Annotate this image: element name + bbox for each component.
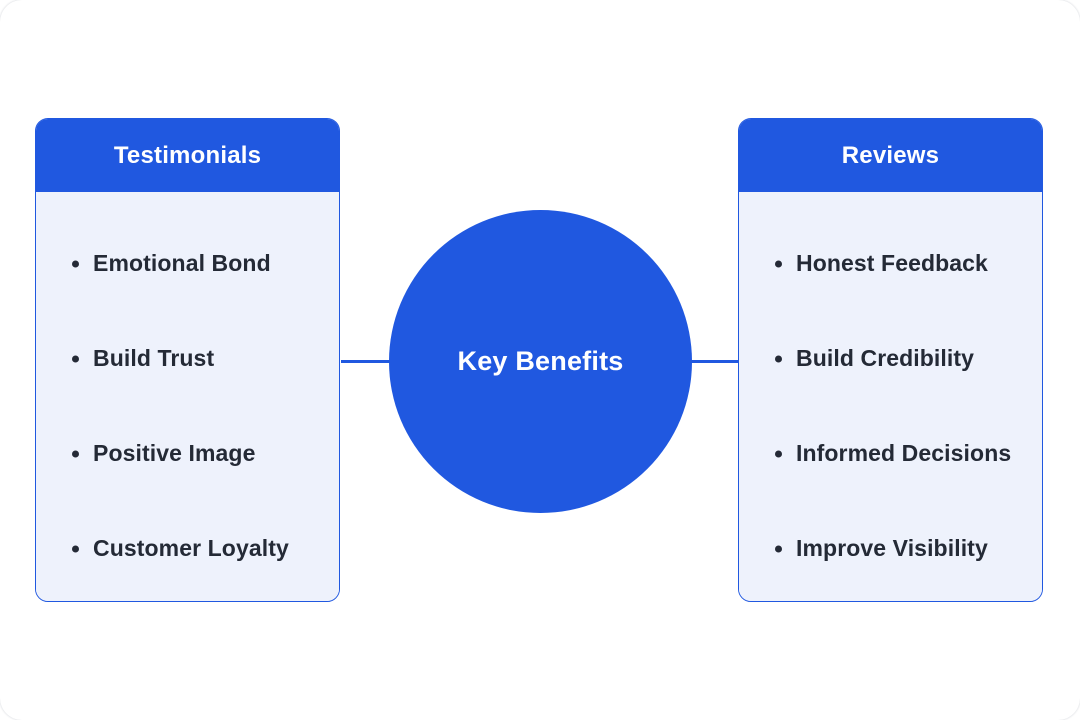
list-item[interactable]: Informed Decisions — [739, 406, 1042, 501]
branch-card-reviews[interactable]: Reviews Honest Feedback Build Credibilit… — [738, 118, 1043, 602]
bullet-dot-icon — [775, 545, 782, 552]
list-item[interactable]: Emotional Bond — [36, 216, 339, 311]
list-item[interactable]: Positive Image — [36, 406, 339, 501]
list-item-label: Positive Image — [93, 440, 256, 466]
list-item-label: Informed Decisions — [796, 440, 1012, 466]
benefit-list-reviews: Honest Feedback Build Credibility Inform… — [739, 216, 1042, 596]
list-item-label: Improve Visibility — [796, 535, 988, 561]
list-item-label: Emotional Bond — [93, 250, 271, 276]
branch-card-testimonials-body: Emotional Bond Build Trust Positive Imag… — [36, 192, 339, 601]
bullet-dot-icon — [72, 260, 79, 267]
bullet-dot-icon — [72, 545, 79, 552]
branch-card-testimonials-title: Testimonials — [36, 119, 339, 192]
connector-line-center-to-reviews — [690, 360, 740, 363]
list-item-label: Build Credibility — [796, 345, 975, 371]
list-item[interactable]: Build Credibility — [739, 311, 1042, 406]
connector-line-testimonials-to-center — [341, 360, 390, 363]
list-item-label: Honest Feedback — [796, 250, 988, 276]
bullet-dot-icon — [775, 355, 782, 362]
list-item[interactable]: Improve Visibility — [739, 501, 1042, 596]
bullet-dot-icon — [775, 260, 782, 267]
branch-card-reviews-body: Honest Feedback Build Credibility Inform… — [739, 192, 1042, 601]
list-item[interactable]: Customer Loyalty — [36, 501, 339, 596]
list-item-label: Build Trust — [93, 345, 215, 371]
list-item[interactable]: Build Trust — [36, 311, 339, 406]
list-item-label: Customer Loyalty — [93, 535, 289, 561]
bullet-dot-icon — [72, 355, 79, 362]
bullet-dot-icon — [72, 450, 79, 457]
benefit-list-testimonials: Emotional Bond Build Trust Positive Imag… — [36, 216, 339, 596]
branch-card-reviews-title: Reviews — [739, 119, 1042, 192]
center-node-label: Key Benefits — [457, 346, 624, 376]
center-node-key-benefits[interactable]: Key Benefits — [389, 210, 692, 513]
branch-card-testimonials[interactable]: Testimonials Emotional Bond Build Trust … — [35, 118, 340, 602]
list-item[interactable]: Honest Feedback — [739, 216, 1042, 311]
bullet-dot-icon — [775, 450, 782, 457]
